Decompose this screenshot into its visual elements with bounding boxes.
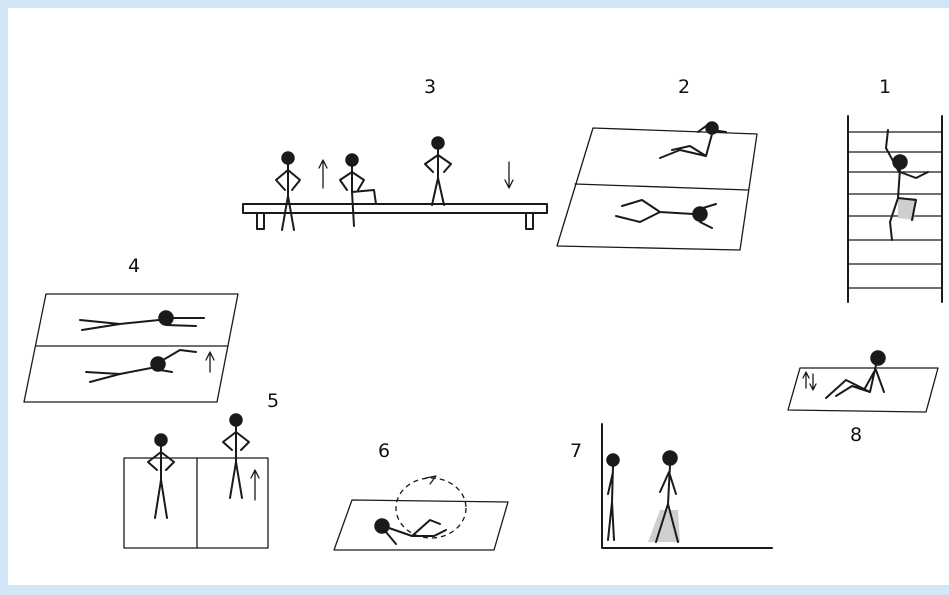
mat-8 (787, 367, 939, 413)
ladder-figure (885, 129, 929, 241)
up-arrow-icon (250, 469, 260, 501)
exercise-4-label: 4 (128, 255, 140, 277)
bench-figure-a (275, 151, 301, 231)
box-figure-b (222, 413, 250, 499)
exercise-1-label: 1 (879, 76, 891, 98)
mat-2 (556, 127, 758, 251)
mat-4 (23, 293, 239, 403)
exercise-5-box-scene: 5 (123, 390, 279, 549)
exercise-6-label: 6 (378, 440, 390, 462)
exercise-3-bench-scene: 3 (242, 76, 548, 231)
frame-border-top (0, 0, 949, 8)
situp-figure-bottom (615, 199, 717, 229)
legraise-figure (825, 350, 886, 399)
ladder-rails (847, 115, 943, 303)
rotate-arrow-icon (425, 475, 437, 485)
exercise-6-mat-scene: 6 (333, 440, 509, 551)
frame-border-bottom (0, 585, 949, 595)
mat-6 (333, 499, 509, 551)
exercise-2-label: 2 (678, 76, 690, 98)
up-down-arrows-icon (802, 371, 817, 391)
mat-2-divider (574, 183, 749, 191)
up-arrow-icon (318, 159, 328, 189)
up-arrow-icon (205, 351, 215, 373)
exercise-4-mat-scene: 4 (23, 255, 239, 403)
roll-path (395, 477, 467, 539)
prone-figure-bottom (85, 349, 197, 383)
bench-top (242, 203, 548, 214)
exercise-8-mat-scene: 8 (787, 350, 939, 446)
exercise-3-label: 3 (424, 76, 436, 98)
wall-figure (606, 453, 620, 541)
exercise-1-ladder-scene: 1 (847, 76, 943, 303)
exercise-5-label: 5 (267, 390, 279, 412)
bench-figure-b (339, 153, 377, 227)
bench-leg-right (525, 212, 534, 230)
bench-leg-left (256, 212, 265, 230)
exercise-7-wall-scene: 7 (570, 423, 773, 549)
bench-figure-c (424, 136, 452, 206)
situp-figure-top (659, 121, 727, 159)
exercise-2-mat-scene: 2 (556, 76, 758, 251)
prone-figure-top (79, 310, 205, 331)
wall-and-floor (601, 423, 773, 549)
down-arrow-icon (504, 161, 514, 189)
box-outline (123, 457, 269, 549)
box-figure-a (147, 433, 175, 519)
ladder-rungs (847, 131, 943, 289)
roll-figure (374, 518, 447, 545)
walking-figure (648, 450, 680, 543)
exercise-7-label: 7 (570, 440, 582, 462)
frame-border-left (0, 0, 8, 595)
exercise-8-label: 8 (850, 424, 862, 446)
